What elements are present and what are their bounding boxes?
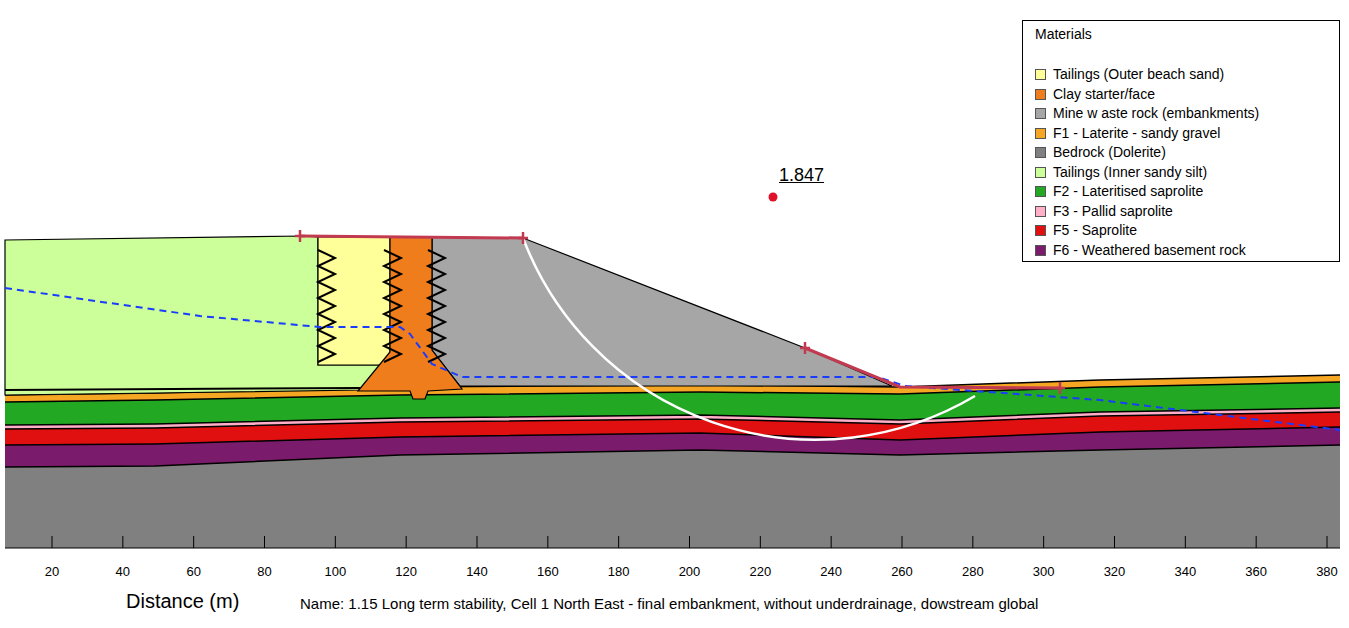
axis-tick: [1043, 536, 1044, 548]
legend-text: F5 - Saprolite: [1053, 222, 1137, 238]
axis-tick: [902, 536, 903, 548]
tick-label: 100: [324, 565, 346, 580]
tick-label: 40: [116, 565, 130, 580]
legend-text: Tailings (Outer beach sand): [1053, 66, 1224, 82]
axis-tick: [618, 536, 619, 548]
tick-label: 340: [1174, 565, 1196, 580]
zigzag-symbol: [384, 250, 401, 362]
legend-text: F6 - Weathered basement rock: [1053, 242, 1246, 258]
soil-layer: [5, 375, 1340, 548]
axis-tick: [1185, 536, 1186, 548]
legend-swatch: [1035, 89, 1046, 100]
tick-label: 360: [1245, 565, 1267, 580]
search-limit: [300, 236, 523, 238]
legend-swatch: [1035, 69, 1046, 80]
axis-line: [5, 548, 1340, 549]
limit-marker: [1055, 382, 1065, 394]
zigzag-symbol: [428, 250, 445, 362]
legend-swatch: [1035, 225, 1046, 236]
tick-label: 220: [749, 565, 771, 580]
outer-tailings: [318, 237, 390, 365]
layer-boundary: [5, 412, 1340, 429]
limit-marker: [518, 232, 528, 244]
axis-tick: [547, 536, 548, 548]
tick-label: 280: [962, 565, 984, 580]
legend-text: Tailings (Inner sandy silt): [1053, 164, 1207, 180]
legend-swatch: [1035, 186, 1046, 197]
legend-text: F3 - Pallid saprolite: [1053, 203, 1173, 219]
legend-text: Bedrock (Dolerite): [1053, 144, 1166, 160]
limit-marker: [295, 230, 305, 242]
axis-title: Distance (m): [126, 590, 239, 613]
tick-label: 320: [1104, 565, 1126, 580]
axis-tick: [193, 536, 194, 548]
legend-title: Materials: [1035, 26, 1092, 42]
axis-tick: [52, 536, 53, 548]
tailings-base: [5, 388, 360, 390]
legend-swatch: [1035, 147, 1046, 158]
soil-layer: [5, 427, 1340, 548]
layer-boundary: [5, 427, 1340, 445]
soil-layer: [5, 408, 1340, 548]
axis-tick: [264, 536, 265, 548]
legend-text: F1 - Laterite - sandy gravel: [1053, 125, 1220, 141]
tick-label: 260: [891, 565, 913, 580]
tick-label: 240: [820, 565, 842, 580]
caption: Name: 1.15 Long term stability, Cell 1 N…: [300, 595, 1038, 612]
legend-text: Clay starter/face: [1053, 86, 1155, 102]
tick-label: 160: [537, 565, 559, 580]
tick-label: 20: [45, 565, 59, 580]
soil-layer: [5, 412, 1340, 548]
axis-tick: [689, 536, 690, 548]
legend-text: F2 - Lateritised saprolite: [1053, 183, 1203, 199]
axis-tick: [1327, 536, 1328, 548]
phreatic-line: [5, 288, 1340, 430]
legend-box: Tailings (Outer beach sand) Clay starter/…: [1022, 20, 1340, 262]
layer-boundary: [5, 445, 1340, 467]
axis-tick: [760, 536, 761, 548]
tick-label: 120: [395, 565, 417, 580]
tick-label: 180: [608, 565, 630, 580]
axis-tick: [972, 536, 973, 548]
search-limit: [805, 348, 1060, 388]
axis-tick: [477, 536, 478, 548]
limit-marker: [800, 342, 810, 354]
legend-text: Mine w aste rock (embankments): [1053, 105, 1259, 121]
tick-label: 200: [679, 565, 701, 580]
tick-label: 300: [1033, 565, 1055, 580]
soil-layer: [5, 445, 1340, 548]
tick-label: 380: [1316, 565, 1338, 580]
axis-tick: [831, 536, 832, 548]
slip-surface: [523, 238, 975, 440]
legend-swatch: [1035, 206, 1046, 217]
zigzag-symbol: [318, 250, 335, 362]
legend-swatch: [1035, 128, 1046, 139]
axis-tick: [335, 536, 336, 548]
safety-factor: 1.847: [779, 165, 824, 186]
axis-tick: [122, 536, 123, 548]
legend-swatch: [1035, 245, 1046, 256]
axis-tick: [1256, 536, 1257, 548]
legend-swatch: [1035, 167, 1046, 178]
legend-swatch: [1035, 108, 1046, 119]
clay-core: [358, 237, 462, 399]
tick-label: 60: [186, 565, 200, 580]
tick-label: 80: [257, 565, 271, 580]
waste-rock-embankment: [432, 237, 892, 386]
tick-label: 140: [466, 565, 488, 580]
axis-tick: [406, 536, 407, 548]
slip-centre: [769, 193, 778, 202]
axis-tick: [1114, 536, 1115, 548]
soil-layer: [5, 382, 1340, 548]
